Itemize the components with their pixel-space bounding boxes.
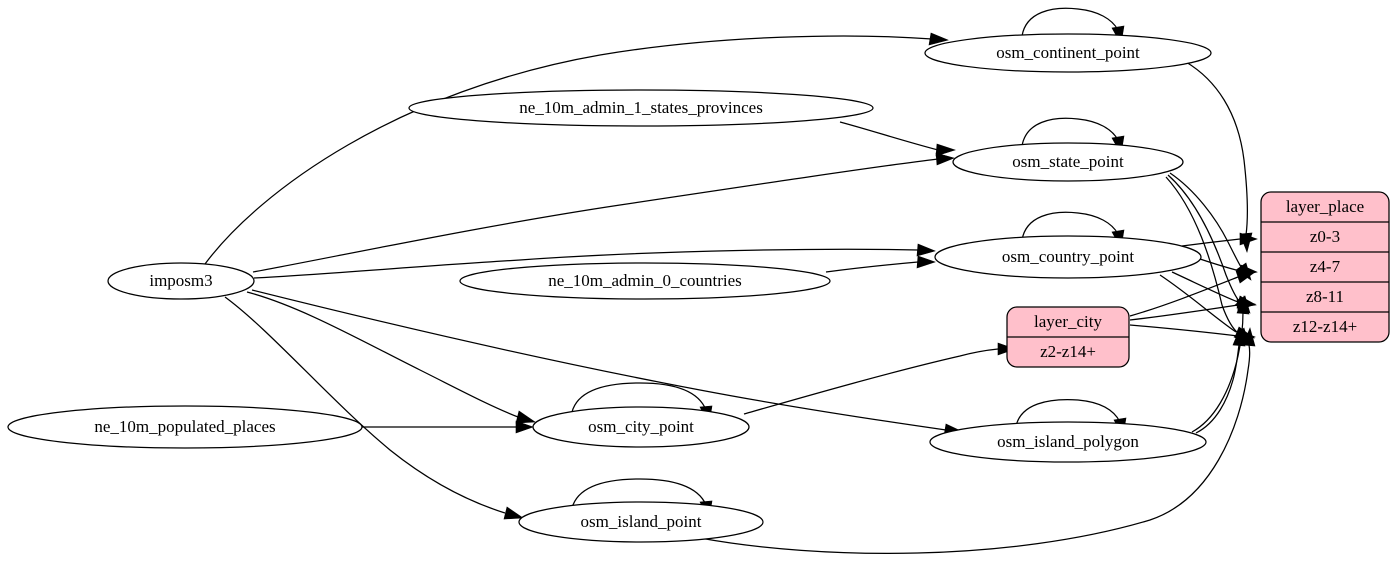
arrowhead xyxy=(916,243,936,257)
edge-osm-state-point-to-layer-place-z8-11 xyxy=(1167,174,1241,303)
edge-osm-island-point-to-layer-place-z12-z14 xyxy=(699,344,1251,554)
node-shape-ellipse xyxy=(7,405,363,449)
node-shape-ellipse xyxy=(934,235,1202,279)
node-label-ne-10m-admin-1-states-provinces: ne_10m_admin_1_states_provinces xyxy=(519,98,763,117)
layer-city-header-label: layer_city xyxy=(1034,312,1102,331)
node-label-osm-state-point: osm_state_point xyxy=(1012,152,1124,171)
node-shape-ellipse xyxy=(408,89,874,127)
node-osm-island-polygon[interactable]: osm_island_polygon xyxy=(929,421,1207,463)
node-layer: imposm3 ne_10m_admin_1_states_provinces … xyxy=(7,33,1212,543)
edge-imposm3-to-osm-city-point xyxy=(246,291,519,418)
record-node-layer: layer_place z0-3 z4-7 z8-11 z12-z14+ lay… xyxy=(1006,191,1390,368)
node-osm-country-point[interactable]: osm_country_point xyxy=(934,235,1202,279)
edge-osm-city-point-to-layer-city-z2-z14 xyxy=(743,348,999,415)
edge-layer-city-to-layer-place-z8-11 xyxy=(1129,304,1239,321)
arrowhead xyxy=(1232,327,1246,347)
edge-ne-admin0-countries-to-osm-country-point xyxy=(825,261,919,273)
layer-place-row-z12-z14: z12-z14+ xyxy=(1293,317,1357,336)
node-label-osm-city-point: osm_city_point xyxy=(588,417,694,436)
arrowhead xyxy=(935,152,955,166)
edge-osm-country-point-to-layer-place-z8-11 xyxy=(1171,271,1239,303)
node-ne-10m-admin-1-states-provinces[interactable]: ne_10m_admin_1_states_provinces xyxy=(408,89,874,127)
layer-place-row-z0-3: z0-3 xyxy=(1310,227,1340,246)
node-label-osm-island-point: osm_island_point xyxy=(581,512,702,531)
layer-place-row-z8-11: z8-11 xyxy=(1306,287,1344,306)
node-layer-place[interactable]: layer_place z0-3 z4-7 z8-11 z12-z14+ xyxy=(1260,191,1390,343)
node-label-osm-continent-point: osm_continent_point xyxy=(996,43,1140,62)
arrowhead xyxy=(928,32,949,46)
edge-imposm3-to-osm-island-point xyxy=(224,296,506,514)
edge-imposm3-to-osm-continent-point xyxy=(204,35,933,265)
edge-osm-country-point-to-layer-place-z12-z14 xyxy=(1159,274,1237,333)
node-shape-ellipse xyxy=(929,421,1207,463)
node-osm-island-point[interactable]: osm_island_point xyxy=(518,501,764,543)
edge-self-loop-osm-island-point xyxy=(571,478,707,509)
edge-layer-city-to-layer-place-z12-z14 xyxy=(1129,324,1239,337)
edge-self-loop-osm-city-point xyxy=(571,382,707,413)
layer-city-row-z2-z14: z2-z14+ xyxy=(1040,342,1096,361)
edge-layer-city-to-layer-place-z4-7 xyxy=(1129,276,1239,317)
edge-osm-country-point-to-layer-place-z4-7 xyxy=(1199,258,1241,272)
node-label-imposm3: imposm3 xyxy=(149,271,212,290)
arrowhead xyxy=(515,420,534,434)
layer-place-box xyxy=(1260,191,1390,343)
node-shape-ellipse xyxy=(459,262,831,300)
node-osm-continent-point[interactable]: osm_continent_point xyxy=(924,33,1212,73)
node-imposm3[interactable]: imposm3 xyxy=(107,262,255,300)
edge-self-loop-osm-island-polygon xyxy=(1015,399,1121,427)
edge-osm-country-point-to-layer-place-z0-3 xyxy=(1181,238,1241,247)
arrowhead xyxy=(1242,327,1256,347)
edge-osm-island-polygon-to-layer-place-z12-z14 xyxy=(1195,344,1240,434)
node-shape-ellipse xyxy=(952,142,1184,182)
edge-layer xyxy=(204,7,1258,554)
arrowhead xyxy=(515,410,536,424)
arrowhead xyxy=(916,255,936,269)
node-shape-ellipse xyxy=(532,406,750,448)
edge-osm-continent-point-to-layer-place-z0-3 xyxy=(1185,61,1248,236)
layer-place-header-label: layer_place xyxy=(1286,197,1364,216)
edge-imposm3-to-osm-country-point xyxy=(253,248,919,279)
edge-imposm3-to-osm-state-point xyxy=(252,158,939,273)
edge-imposm3-to-osm-island-polygon xyxy=(251,289,947,431)
node-label-osm-country-point: osm_country_point xyxy=(1002,247,1134,266)
arrowhead xyxy=(503,506,524,520)
arrowhead xyxy=(935,143,956,157)
node-shape-ellipse xyxy=(924,33,1212,73)
node-shape-ellipse xyxy=(518,501,764,543)
node-label-osm-island-polygon: osm_island_polygon xyxy=(997,432,1139,451)
node-osm-city-point[interactable]: osm_city_point xyxy=(532,406,750,448)
edge-self-loop-osm-continent-point xyxy=(1021,7,1119,37)
arrowhead xyxy=(1236,295,1250,315)
edge-ne-states-provinces-to-osm-state-point xyxy=(839,121,939,151)
node-ne-10m-populated-places[interactable]: ne_10m_populated_places xyxy=(7,405,363,449)
arrowhead xyxy=(1239,232,1258,246)
node-ne-10m-admin-0-countries[interactable]: ne_10m_admin_0_countries xyxy=(459,262,831,300)
edge-self-loop-osm-country-point xyxy=(1021,211,1119,241)
layer-place-row-z4-7: z4-7 xyxy=(1310,257,1341,276)
node-label-ne-10m-admin-0-countries: ne_10m_admin_0_countries xyxy=(548,271,742,290)
edge-self-loop-osm-state-point xyxy=(1021,117,1119,147)
node-shape-ellipse xyxy=(107,262,255,300)
node-layer-city[interactable]: layer_city z2-z14+ xyxy=(1006,306,1130,368)
node-label-ne-10m-populated-places: ne_10m_populated_places xyxy=(94,417,275,436)
arrowhead xyxy=(1235,270,1256,284)
node-osm-state-point[interactable]: osm_state_point xyxy=(952,142,1184,182)
edge-osm-state-point-to-layer-place-z4-7 xyxy=(1169,172,1242,268)
